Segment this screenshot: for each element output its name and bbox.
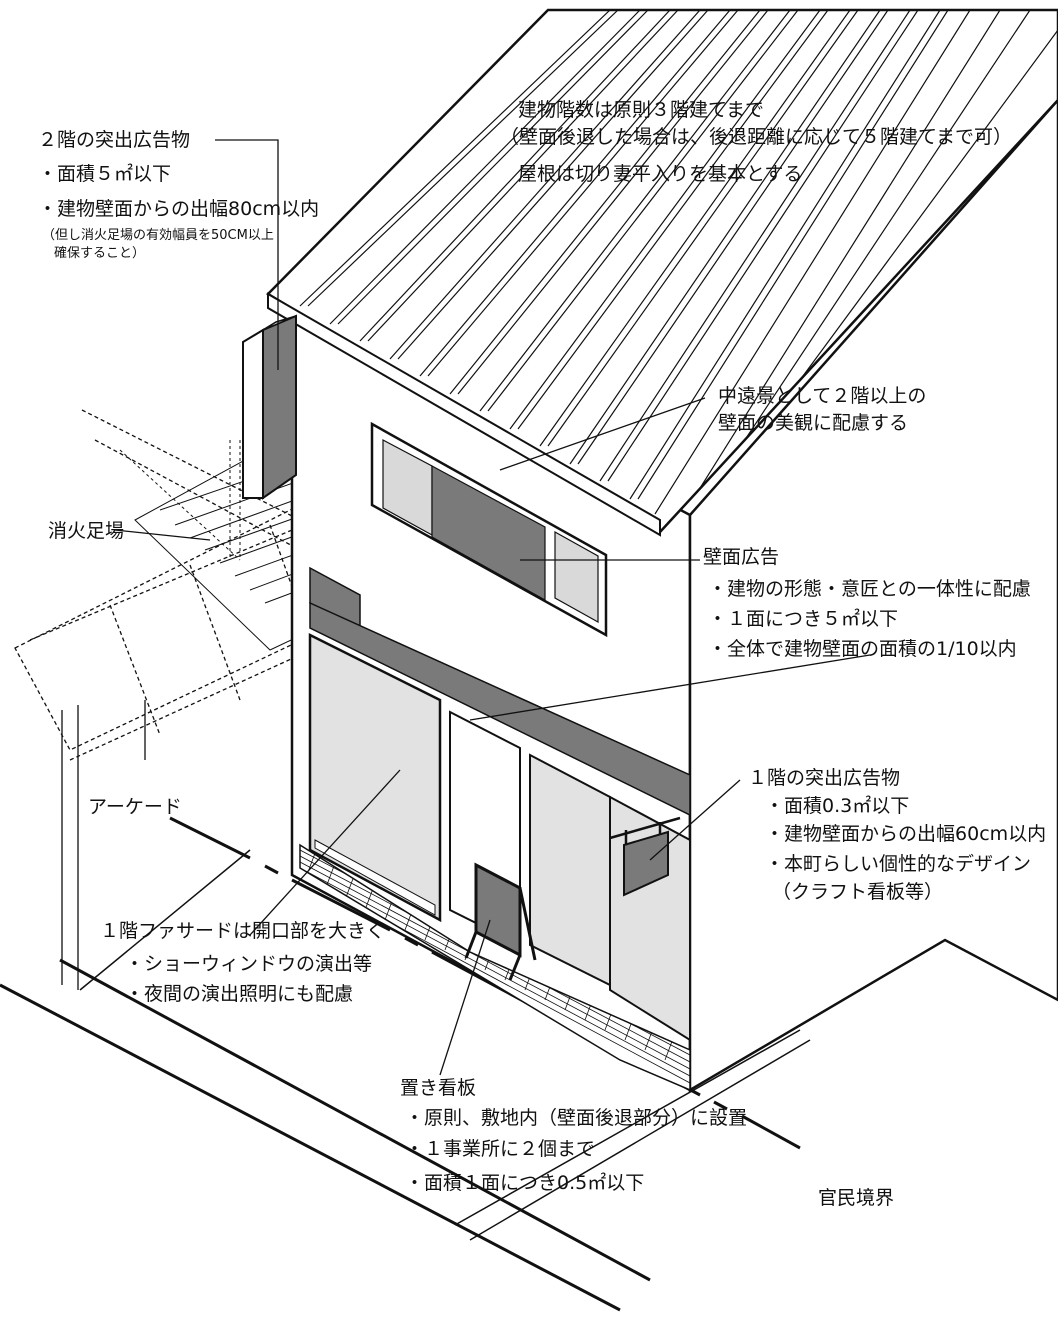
label-floors-title: 建物階数は原則３階建てまで [518,99,765,121]
label-sign2-title: ２階の突出広告物 [38,129,191,151]
label-sign1-design: 本町らしい個性的なデザイン [765,853,1031,875]
fire-scaffold-dashes [119,440,241,561]
label-floors-note: （壁面後退した場合は、後退距離に応じて５階建てまで可） [500,126,1013,148]
label-roof: 屋根は切り妻平入りを基本とする [518,163,803,185]
label-boundary: 官民境界 [818,1187,895,1209]
label-sign2-depth: 建物壁面からの出幅80cm以内 [38,198,319,220]
label-standing-title: 置き看板 [400,1077,477,1099]
roof-seams [299,10,1058,521]
label-sign2-area: 面積５㎡以下 [38,163,171,185]
label-sign2-note1: （但し消火足場の有効幅員を50CM以上 [42,228,274,243]
showwindow-left-inner [314,839,436,916]
label-sign1-title: １階の突出広告物 [748,767,901,789]
sign2-top [242,315,297,343]
sign2-front [242,328,264,499]
upper-window-center [431,464,546,602]
label-fire-scaffold: 消火足場 [48,520,125,542]
sign1-bracket [609,816,681,845]
label-wall-ad-1: 建物の形態・意匠との一体性に配慮 [708,578,1031,600]
wall-ad-band [309,601,691,817]
arcade-posts [61,705,79,990]
label-sign1-depth: 建物壁面からの出幅60cm以内 [765,823,1046,845]
showwindow-left [308,632,442,923]
label-facade-1: ショーウィンドウの演出等 [125,953,372,975]
label-standing-3: 面積１面につき0.5㎡以下 [405,1172,644,1194]
sign2-body [262,314,297,500]
standing-sign-legs [464,887,537,981]
label-standing-2: １事業所に２個まで [405,1138,595,1160]
label-wall-ad-2: １面につき５㎡以下 [708,608,898,630]
label-facade-title: １階ファサードは開口部を大きく [100,920,386,942]
label-facade-2: 夜間の演出照明にも配慮 [125,983,353,1005]
label-standing-1: 原則、敷地内（壁面後退部分）に設置 [405,1107,747,1129]
label-wall-view1: 中遠景として２階以上の [718,385,927,407]
upper-window-right [554,530,599,624]
label-sign2-note2: 確保すること） [54,246,146,261]
label-sign1-craft: （クラフト看板等） [772,881,944,903]
label-sign1-area: 面積0.3㎡以下 [765,795,909,817]
label-arcade: アーケード [88,796,182,818]
label-wall-ad-3: 全体で建物壁面の面積の1/10以内 [708,638,1017,660]
sign1-panel [623,830,669,897]
label-wall-ad-title: 壁面広告 [703,546,780,568]
leader-lines [114,139,871,1076]
roof-eave [267,292,661,537]
label-wall-view2: 壁面の美観に配慮する [718,412,909,434]
street-lines [0,958,651,1312]
